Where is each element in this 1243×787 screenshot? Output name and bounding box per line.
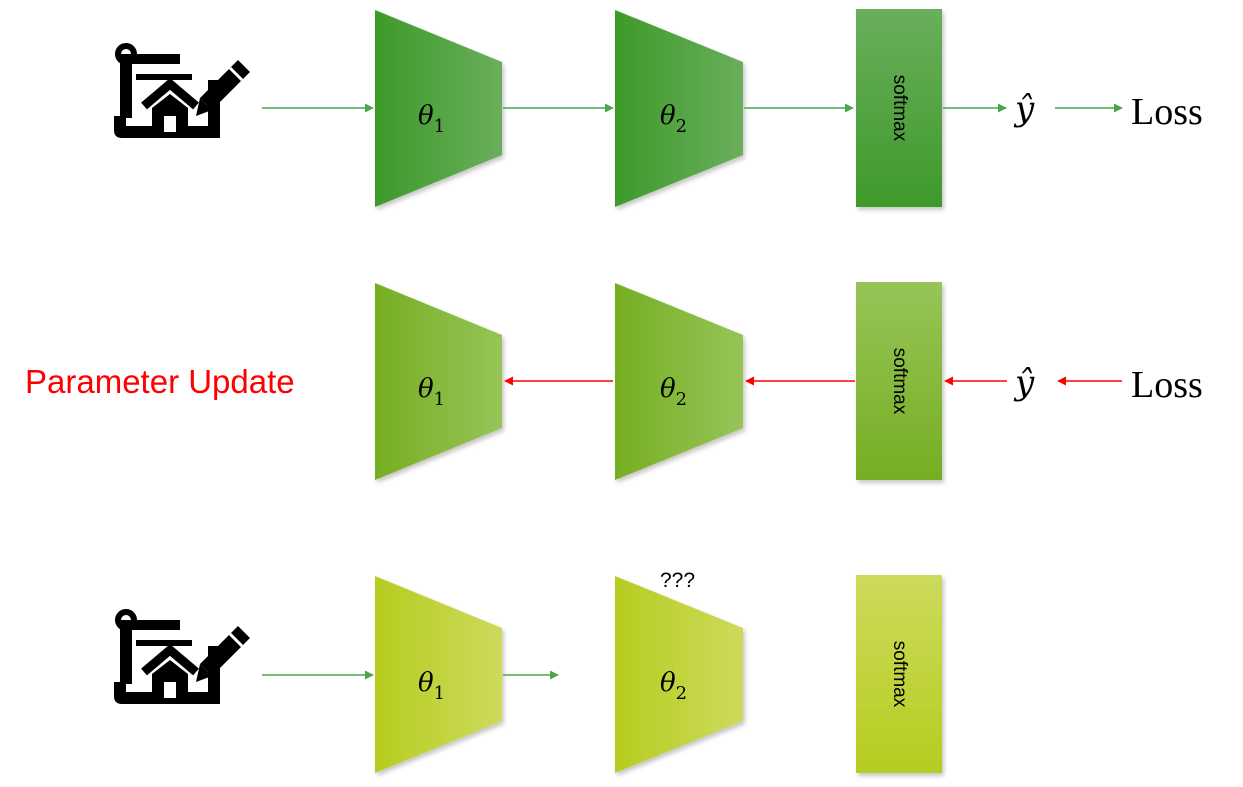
softmax-layer (856, 575, 942, 773)
layer-theta2-label: θ2 (660, 101, 687, 137)
softmax-layer (856, 282, 942, 480)
softmax-label: softmax (889, 75, 910, 142)
softmax-label: softmax (889, 348, 910, 415)
softmax-layer (856, 9, 942, 207)
layer-theta1 (375, 576, 502, 773)
prediction-output: ŷ (1013, 89, 1035, 129)
layer-theta1-label: θ1 (418, 668, 445, 704)
layer-theta2 (615, 283, 743, 480)
layer-theta2-label: θ2 (660, 668, 687, 704)
blueprint-house-pencil-icon (114, 612, 250, 704)
layer-theta1 (375, 10, 502, 207)
loss-label: Loss (1131, 364, 1203, 406)
row-next-forward-pass: θ1 ??? θ2 softmax (114, 569, 942, 773)
layer-theta1 (375, 283, 502, 480)
loss-label: Loss (1131, 91, 1203, 133)
layer-theta2-annotation: ??? (660, 569, 695, 592)
row-backward-pass: Parameter Update θ1 θ2 softmax ŷ Loss (25, 282, 1203, 480)
layer-theta2 (615, 10, 743, 207)
layer-theta2-label: θ2 (660, 374, 687, 410)
prediction-output: ŷ (1013, 363, 1035, 403)
row-forward-pass: θ1 θ2 softmax ŷ Loss (114, 9, 1203, 207)
softmax-label: softmax (889, 641, 910, 708)
parameter-update-label: Parameter Update (25, 363, 295, 400)
layer-theta1-label: θ1 (418, 101, 445, 137)
blueprint-house-pencil-icon (114, 46, 250, 138)
layer-theta1-label: θ1 (418, 374, 445, 410)
layer-theta2 (615, 576, 743, 773)
